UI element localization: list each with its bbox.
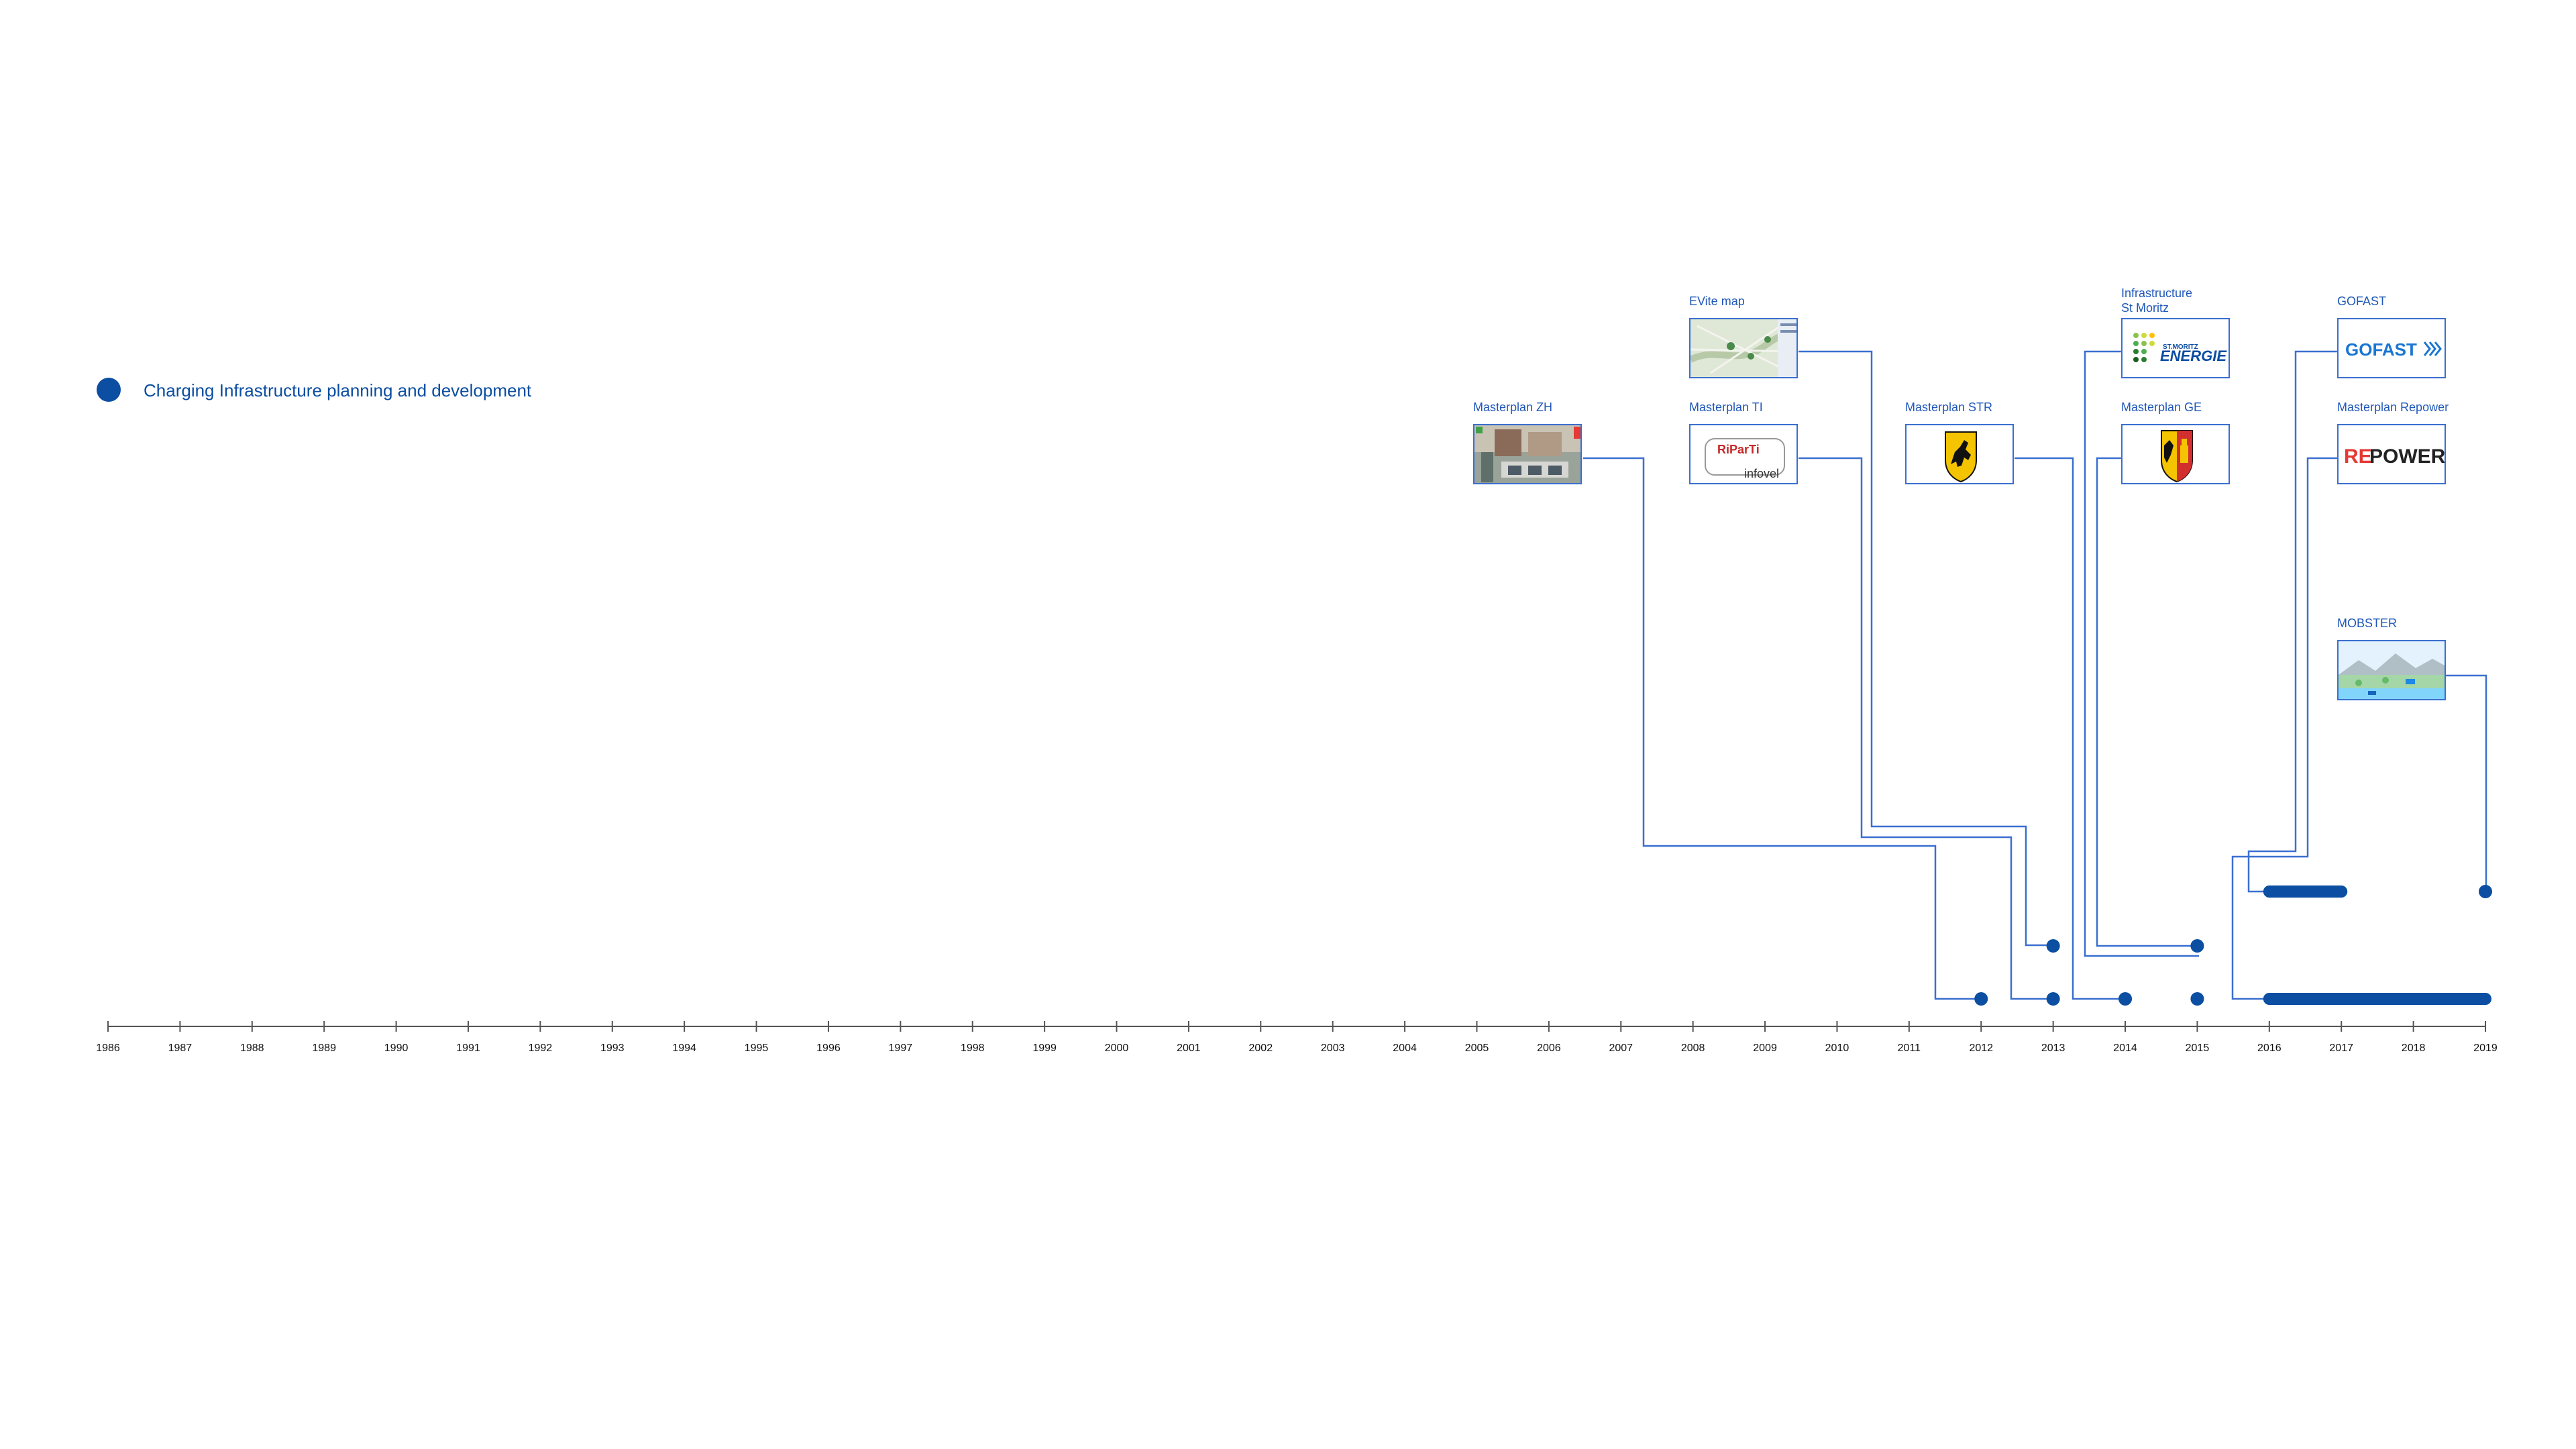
card-infrastructure-st-moritz[interactable]: ST.MORITZ ENERGIE (2121, 318, 2230, 378)
riparti-wordmark: RiParTi (1717, 443, 1760, 456)
axis-tick-label: 2011 (1898, 1042, 1921, 1054)
axis-tick-label: 2018 (2402, 1042, 2426, 1054)
axis-tick-label: 1995 (745, 1042, 769, 1054)
label-mobster: MOBSTER (2337, 616, 2398, 630)
axis-tick-label: 2017 (2329, 1042, 2353, 1054)
axis-tick-label: 2014 (2113, 1042, 2137, 1054)
axis-tick-label: 1996 (816, 1042, 841, 1054)
connector-masterplan-str (2015, 457, 2127, 1000)
connector-infrastructure-st-moritz (2084, 350, 2199, 957)
stuttgart-horse-crest-icon (1945, 431, 1977, 483)
axis-tick-label: 1992 (529, 1042, 553, 1054)
marker-masterplan-zh (1974, 992, 1988, 1006)
marker-infrastructure-st-moritz (2190, 939, 2204, 953)
label-gofast: GOFAST (2337, 294, 2387, 308)
axis-tick-label: 1987 (168, 1042, 193, 1054)
card-masterplan-ti[interactable]: RiParTi infovel (1689, 424, 1798, 484)
marker-masterplan-ge (2190, 992, 2204, 1006)
connector-gofast (2247, 350, 2337, 893)
legend-label: Charging Infrastructure planning and dev… (144, 380, 532, 400)
axis-tick-label: 2019 (2473, 1042, 2498, 1054)
axis-tick-label: 1991 (456, 1042, 480, 1054)
axis-tick-label: 2000 (1105, 1042, 1129, 1054)
axis-tick-label: 2004 (1393, 1042, 1417, 1054)
label-masterplan-ge: Masterplan GE (2121, 400, 2202, 414)
street-photo-icon (1474, 425, 1580, 483)
axis-tick-label: 2003 (1321, 1042, 1345, 1054)
connector-masterplan-ti (1799, 457, 2054, 1000)
riparti-infovel-logo-icon: RiParTi infovel (1690, 425, 1796, 483)
axis-tick-label: 1986 (96, 1042, 120, 1054)
axis-tick-label: 1999 (1032, 1042, 1057, 1054)
connector-masterplan-ge (2096, 457, 2199, 947)
landscape-illustration-icon (2339, 641, 2445, 699)
axis-tick-label: 1998 (961, 1042, 985, 1054)
marker-mobster (2479, 885, 2492, 898)
energie-wordmark: ENERGIE (2160, 347, 2227, 364)
label-infrastructure-st-moritz: Infrastructure St Moritz (2121, 286, 2193, 315)
axis-tick-label: 2009 (1753, 1042, 1777, 1054)
label-masterplan-repower: Masterplan Repower (2337, 400, 2449, 414)
card-evite-map[interactable] (1689, 318, 1798, 378)
card-masterplan-ge[interactable] (2121, 424, 2230, 484)
marker-masterplan-str (2118, 992, 2133, 1006)
axis-tick-label: 2016 (2257, 1042, 2282, 1054)
card-masterplan-str[interactable] (1905, 424, 2014, 484)
map-thumbnail-icon (1690, 319, 1796, 377)
axis-tick-label: 2001 (1177, 1042, 1201, 1054)
repower-power-wordmark: POWER (2369, 445, 2446, 468)
axis-tick-label: 1990 (384, 1042, 409, 1054)
axis-tick-label: 2005 (1465, 1042, 1489, 1054)
connector-mobster (2446, 674, 2487, 892)
axis-tick-label: 2012 (1969, 1042, 1993, 1054)
axis-tick-label: 2008 (1681, 1042, 1705, 1054)
gofast-logo-icon: GOFAST (2345, 339, 2442, 360)
legend-marker (97, 378, 121, 402)
label-masterplan-str: Masterplan STR (1905, 400, 1993, 414)
card-masterplan-repower[interactable]: RE POWER (2337, 424, 2446, 484)
axis-tick-label: 1989 (312, 1042, 336, 1054)
connector-masterplan-zh (1583, 457, 1981, 1000)
st-moritz-wordmark: ST.MORITZ (2163, 343, 2198, 351)
gofast-wordmark: GOFAST (2345, 339, 2417, 360)
marker-masterplan-ti (2046, 992, 2060, 1006)
geneva-crest-icon (2161, 430, 2193, 483)
axis-tick-label: 2013 (2041, 1042, 2065, 1054)
label-evite-map: EVite map (1689, 294, 1745, 308)
card-mobster[interactable] (2337, 640, 2446, 700)
axis-tick-label: 2015 (2186, 1042, 2210, 1054)
axis-tick-label: 1994 (672, 1042, 696, 1054)
axis-tick-label: 2007 (1609, 1042, 1633, 1054)
repower-logo-icon: RE POWER (2344, 445, 2446, 468)
label-masterplan-ti: Masterplan TI (1689, 400, 1763, 414)
axis-tick-label: 2002 (1249, 1042, 1273, 1054)
card-gofast[interactable]: GOFAST (2337, 318, 2446, 378)
axis-tick-label: 1997 (889, 1042, 913, 1054)
axis-tick-label: 1988 (240, 1042, 264, 1054)
infovel-wordmark: infovel (1744, 467, 1779, 480)
axis-tick-label: 1993 (600, 1042, 625, 1054)
st-moritz-energie-logo-icon: ST.MORITZ ENERGIE (2133, 333, 2227, 364)
connector-evite-map (1799, 350, 2054, 947)
connector-masterplan-repower (2231, 457, 2337, 1000)
marker-evite-map (2046, 939, 2060, 953)
axis-tick-label: 2006 (1537, 1042, 1561, 1054)
label-masterplan-zh: Masterplan ZH (1473, 400, 1553, 414)
repower-re-wordmark: RE (2344, 445, 2372, 468)
card-masterplan-zh[interactable] (1473, 424, 1582, 484)
axis-tick-label: 2010 (1825, 1042, 1849, 1054)
